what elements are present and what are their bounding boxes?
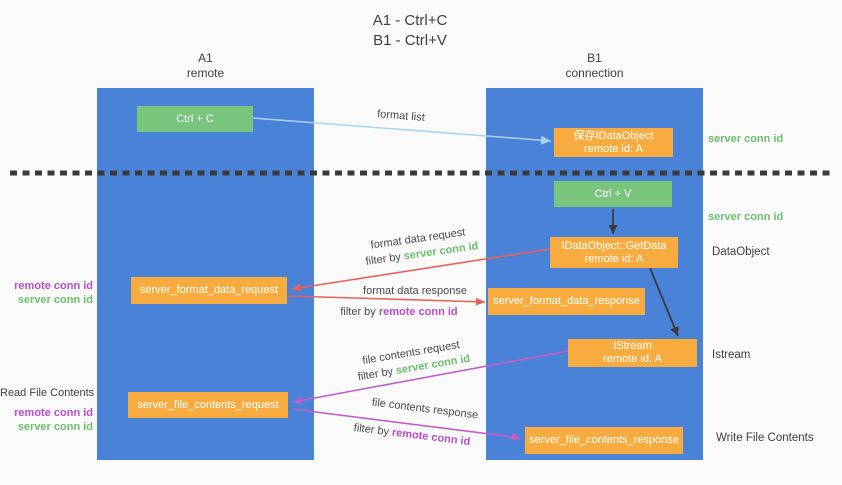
label-format-data-response-text: format data response <box>363 285 467 297</box>
read-file-contents-group: Read File Contents remote conn id server… <box>0 386 95 434</box>
node-ctrl-c: Ctrl + C <box>137 106 253 132</box>
label-file-contents-response: file contents response <box>371 397 479 422</box>
lane-a1-role: remote <box>186 66 225 80</box>
node-file-response-label: server_file_contents_response <box>529 434 679 446</box>
lane-header-a1: A1 remote <box>97 51 314 81</box>
title-line-2: B1 - Ctrl+V <box>373 32 447 49</box>
node-format-request-label: server_format_data_request <box>139 284 279 296</box>
read-file-contents-text: Read File Contents <box>0 387 95 399</box>
node-istream-line2: remote id: A <box>603 353 662 365</box>
node-istream-line1: IStream <box>613 340 652 352</box>
right-server-conn-id-top: server conn id <box>708 133 783 145</box>
right-server-conn-id-mid: server conn id <box>708 211 783 223</box>
node-format-response-label: server_format_data_response <box>493 295 640 307</box>
lane-header-b1: B1 connection <box>486 51 703 81</box>
lane-a1-id: A1 <box>198 51 213 65</box>
filter-by-text: filter by <box>364 251 402 268</box>
lane-b1-role: connection <box>565 66 624 80</box>
server-conn-id-text: server conn id <box>17 294 93 306</box>
node-ctrl-c-label: Ctrl + C <box>176 112 214 125</box>
remote-conn-id-text: remote conn id <box>14 407 93 419</box>
diagram-title: A1 - Ctrl+C B1 - Ctrl+V <box>300 11 520 51</box>
server-conn-id-text: server conn id <box>708 211 784 223</box>
left-conn-id-labels: remote conn id server conn id <box>0 279 93 307</box>
node-idataobject-getdata: IDataObject::GetData remote id: A <box>550 237 678 268</box>
right-istream-label: Istream <box>712 349 750 361</box>
label-file-contents-response-text: file contents response <box>371 396 479 422</box>
remote-conn-id-text: remote conn id <box>391 426 471 449</box>
label-format-list-text: format list <box>376 108 426 124</box>
label-format-data-response: format data response <box>363 285 467 297</box>
node-getdata-line2: remote id: A <box>584 252 644 265</box>
node-server-format-data-request: server_format_data_request <box>131 277 287 304</box>
filter-by-text: filter by <box>340 306 376 318</box>
node-ctrl-v: Ctrl + V <box>554 181 672 207</box>
node-server-format-data-response: server_format_data_response <box>488 288 645 315</box>
filter-by-text: filter by <box>353 421 390 439</box>
remote-conn-id-text: remote conn id <box>378 306 458 318</box>
node-save-idataobject-line1: 保存IDataObject <box>573 129 654 142</box>
server-conn-id-text: server conn id <box>708 133 784 145</box>
node-server-file-contents-request: server_file_contents_request <box>128 392 288 418</box>
node-save-idataobject-line2: remote id: A <box>584 142 643 155</box>
label-format-list: format list <box>377 108 425 124</box>
node-istream: IStream remote id: A <box>568 339 697 367</box>
remote-conn-id-text: remote conn id <box>14 280 93 292</box>
server-conn-id-text: server conn id <box>17 421 93 433</box>
right-write-file-contents-label: Write File Contents <box>716 432 814 444</box>
node-getdata-line1: IDataObject::GetData <box>561 239 667 252</box>
dataobject-text: DataObject <box>712 246 770 258</box>
node-save-idataobject: 保存IDataObject remote id: A <box>554 128 673 157</box>
node-file-request-label: server_file_contents_request <box>137 398 279 411</box>
title-line-1: A1 - Ctrl+C <box>372 12 448 29</box>
node-server-file-contents-response: server_file_contents_response <box>525 427 683 454</box>
filter-by-text: filter by <box>356 365 394 384</box>
node-ctrl-v-label: Ctrl + V <box>594 187 632 200</box>
istream-text: Istream <box>712 349 751 361</box>
right-dataobject-label: DataObject <box>712 246 770 258</box>
write-file-contents-text: Write File Contents <box>716 432 814 444</box>
lane-b1-id: B1 <box>587 51 602 65</box>
